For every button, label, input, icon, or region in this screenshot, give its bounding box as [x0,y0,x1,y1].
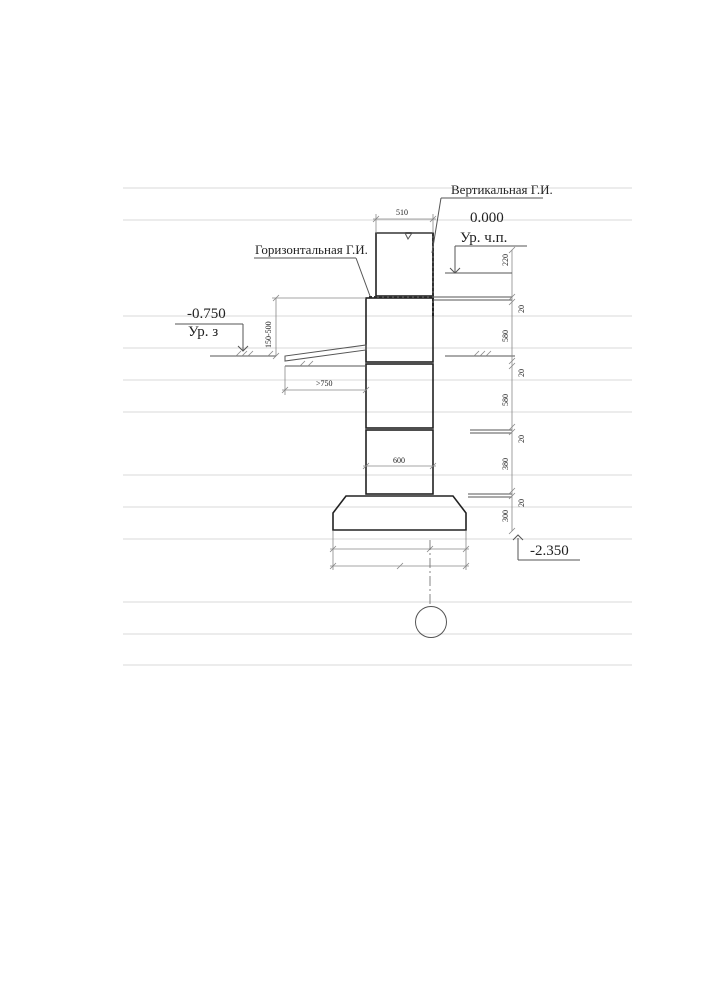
right-dimension-chain: 220 20 580 20 580 20 380 20 300 [501,254,526,522]
chain-dim: 580 [501,330,510,342]
block-width-dim: 600 [393,456,405,465]
chain-dim: 20 [517,305,526,313]
foundation-blocks [365,297,434,495]
chain-dim: 220 [501,254,510,266]
footing-pad [332,495,467,531]
blind-area [284,344,367,367]
floor-level-label: Ур. ч.п. [460,230,507,246]
wall-width-dim: 510 [396,208,408,217]
ground-lines [210,350,515,357]
plinth-height-dim: 150-500 [264,321,273,348]
ground-elevation-label: -0.750 [187,306,226,322]
chain-dim: 300 [501,510,510,522]
leaders [175,197,580,561]
floor-slabs [433,296,512,498]
axis-marker [415,606,447,638]
bottom-elevation-label: -2.350 [530,543,569,559]
horizontal-waterproofing-label: Горизонтальная Г.И. [255,242,368,257]
chain-dim: 580 [501,394,510,406]
ground-level-label: Ур. з [188,324,218,340]
floor-elevation-label: 0.000 [470,210,504,226]
chain-dim: 380 [501,458,510,470]
guide-lines [123,187,632,666]
dimension-lines [272,214,516,638]
blind-area-dim: >750 [316,379,333,388]
chain-dim: 20 [517,435,526,443]
vertical-waterproofing-label: Вертикальная Г.И. [451,182,553,197]
chain-dim: 20 [517,499,526,507]
brick-wall [375,232,434,297]
chain-dim: 20 [517,369,526,377]
